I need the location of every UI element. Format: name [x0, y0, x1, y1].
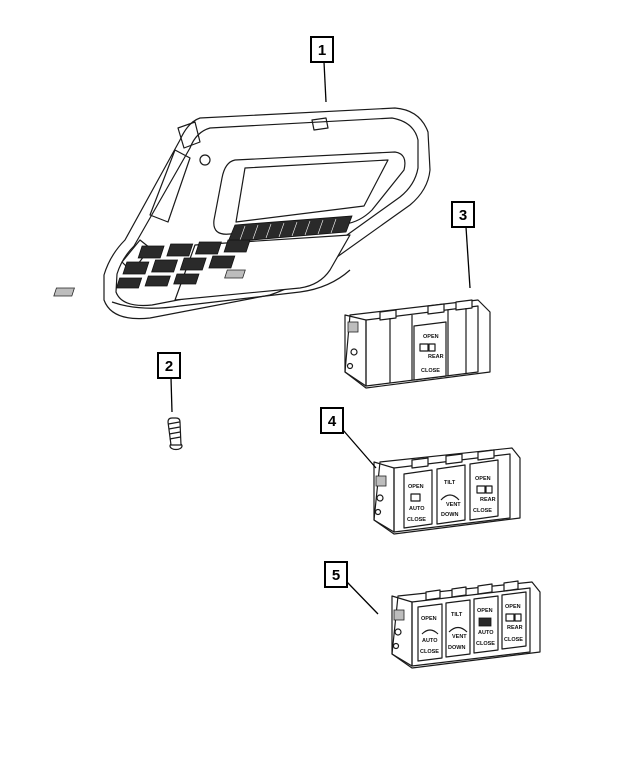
callout-1-number: 1 [318, 42, 326, 59]
label-auto: AUTO [422, 638, 438, 644]
label-rear: REAR [480, 497, 496, 503]
switch-module-single: OPEN REAR CLOSE [344, 299, 491, 389]
overhead-console [53, 107, 431, 320]
label-down: DOWN [448, 645, 465, 651]
label-rear: REAR [507, 625, 523, 631]
label-close: CLOSE [473, 508, 492, 514]
switch-module-quad: OPEN AUTO CLOSE TILT VENT DOWN OPEN AUTO… [391, 580, 541, 669]
callout-2: 2 [157, 352, 181, 413]
label-close: CLOSE [407, 517, 426, 523]
callout-4: 4 [320, 407, 377, 469]
label-tilt: TILT [444, 480, 456, 486]
console-buttons [53, 239, 251, 297]
callout-3: 3 [451, 201, 475, 289]
callout-4-number: 4 [328, 413, 337, 430]
label-auto: AUTO [409, 506, 425, 512]
callout-1: 1 [310, 36, 334, 103]
label-close: CLOSE [421, 368, 440, 374]
label-open: OPEN [505, 604, 521, 610]
label-open: OPEN [421, 616, 437, 622]
label-vent: VENT [446, 502, 461, 508]
label-auto: AUTO [478, 630, 494, 636]
callout-3-number: 3 [459, 207, 467, 224]
label-close: CLOSE [420, 649, 439, 655]
label-open: OPEN [408, 484, 424, 490]
switch-module-triple: OPEN AUTO CLOSE TILT VENT DOWN OPEN REAR… [373, 447, 521, 535]
label-close: CLOSE [476, 641, 495, 647]
label-close: CLOSE [504, 637, 523, 643]
callout-5-number: 5 [332, 567, 340, 584]
callout-5: 5 [324, 561, 379, 615]
label-open: OPEN [423, 334, 439, 340]
label-vent: VENT [452, 634, 467, 640]
label-open: OPEN [477, 608, 493, 614]
label-rear: REAR [428, 354, 444, 360]
callout-2-number: 2 [165, 358, 173, 375]
label-down: DOWN [441, 512, 458, 518]
label-tilt: TILT [451, 612, 463, 618]
label-open: OPEN [475, 476, 491, 482]
screw [167, 417, 183, 451]
